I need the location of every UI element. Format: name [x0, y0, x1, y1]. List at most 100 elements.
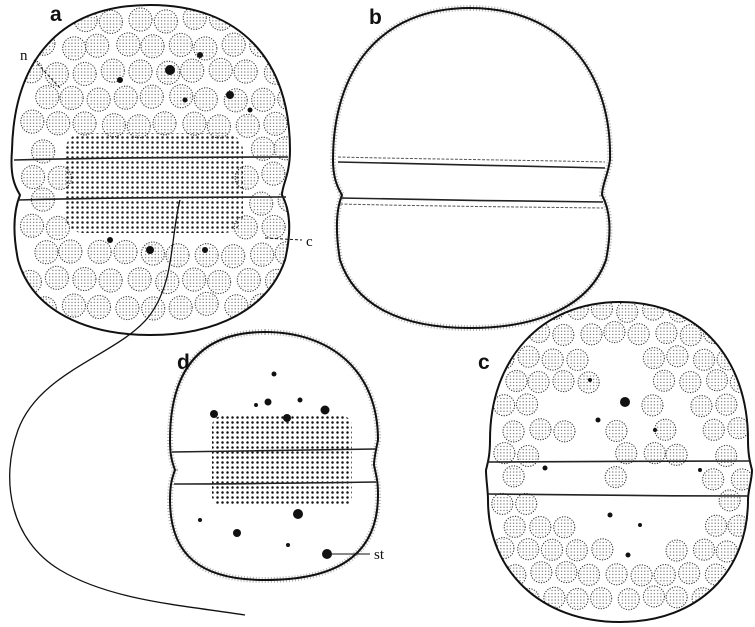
chloroplast — [88, 240, 111, 263]
chloroplast — [503, 466, 524, 487]
granule — [107, 237, 113, 243]
chloroplast — [237, 7, 260, 30]
chloroplast — [680, 325, 701, 346]
chloroplast — [86, 34, 109, 57]
panel-a-letter: a — [50, 3, 62, 26]
granule — [254, 403, 258, 407]
chloroplast — [578, 564, 599, 585]
chloroplast — [554, 421, 575, 442]
chloroplast — [154, 10, 177, 33]
chloroplast — [73, 112, 96, 135]
label-c: c — [306, 234, 313, 250]
chloroplast — [114, 241, 137, 264]
panel-c: c — [478, 298, 752, 622]
granule — [272, 372, 277, 377]
granule — [298, 398, 303, 403]
chloroplast — [653, 370, 674, 391]
chloroplast — [703, 419, 724, 440]
granule — [596, 418, 601, 423]
chloroplast — [705, 564, 726, 585]
panel-b-groove-upper — [338, 162, 605, 168]
granule — [243, 588, 247, 592]
panel-c-letter: c — [478, 351, 490, 374]
chloroplast — [666, 587, 687, 608]
chloroplast — [554, 517, 575, 538]
granule — [197, 52, 203, 58]
chloroplast — [516, 493, 537, 514]
panel-d-letter: d — [177, 351, 190, 374]
chloroplast — [183, 268, 206, 291]
chloroplast — [506, 370, 527, 391]
panel-b: b — [333, 6, 610, 328]
panel-a-c-leader — [265, 238, 302, 240]
granule — [608, 513, 613, 518]
chloroplast — [718, 299, 739, 320]
chloroplast — [518, 346, 539, 367]
granule — [698, 468, 702, 472]
chloroplast — [114, 86, 137, 109]
chloroplast — [703, 469, 724, 490]
chloroplast — [528, 322, 549, 343]
chloroplast — [528, 372, 549, 393]
chloroplast — [141, 35, 164, 58]
chloroplast — [278, 296, 301, 319]
chloroplast — [592, 539, 613, 560]
granule — [286, 543, 290, 547]
chloroplast — [517, 394, 538, 415]
chloroplast — [62, 294, 85, 317]
panel-c-chloroplasts — [492, 298, 753, 609]
chloroplast — [117, 33, 140, 56]
chloroplast — [20, 9, 43, 32]
chloroplast — [141, 242, 164, 265]
chloroplast — [718, 586, 739, 607]
chloroplast — [222, 245, 245, 268]
panel-b-rim-shading — [333, 8, 610, 328]
chloroplast — [170, 85, 193, 108]
chloroplast — [183, 112, 206, 135]
chloroplast — [194, 37, 217, 60]
chloroplast — [140, 85, 163, 108]
chloroplast — [694, 299, 715, 320]
chloroplast — [667, 346, 688, 367]
granule — [265, 399, 272, 406]
granule — [165, 65, 175, 75]
chloroplast — [616, 443, 637, 464]
panel-b-groove-lower-shade — [340, 204, 603, 208]
chloroplast — [32, 32, 55, 55]
chloroplast — [553, 324, 574, 345]
chloroplast — [642, 395, 663, 416]
chloroplast — [36, 86, 59, 109]
chloroplast — [578, 372, 599, 393]
chloroplast — [492, 493, 513, 514]
chloroplast — [237, 268, 260, 291]
chloroplast — [236, 114, 259, 137]
chloroplast — [618, 589, 639, 610]
chloroplast — [493, 538, 514, 559]
chloroplast — [655, 419, 676, 440]
granule — [653, 428, 657, 432]
chloroplast — [504, 516, 525, 537]
chloroplast — [518, 539, 539, 560]
chloroplast — [47, 112, 70, 135]
chloroplast — [20, 214, 43, 237]
chloroplast — [694, 349, 715, 370]
chloroplast — [705, 515, 726, 536]
chloroplast — [181, 59, 204, 82]
panel-d-stigma — [322, 549, 332, 559]
chloroplast — [518, 445, 539, 466]
chloroplast — [566, 540, 587, 561]
chloroplast — [22, 165, 45, 188]
chloroplast — [567, 298, 588, 319]
chloroplast — [153, 112, 176, 135]
chloroplast — [18, 270, 41, 293]
granule — [620, 397, 630, 407]
chloroplast — [45, 63, 68, 86]
chloroplast — [494, 395, 515, 416]
chloroplast — [262, 215, 285, 238]
granule — [202, 247, 208, 253]
granule — [626, 553, 631, 558]
chloroplast — [252, 88, 275, 111]
chloroplast — [694, 539, 715, 560]
label-n: n — [20, 48, 28, 64]
